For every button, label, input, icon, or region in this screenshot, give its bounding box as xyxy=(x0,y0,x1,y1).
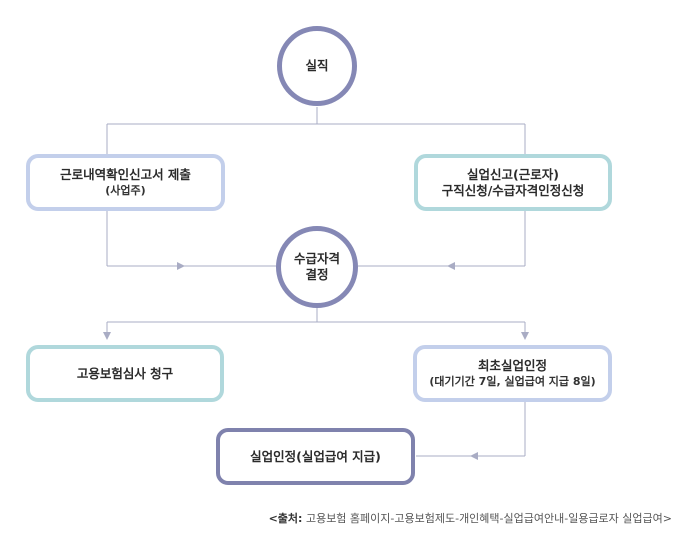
employer-report-line1: 근로내역확인신고서 제출 xyxy=(60,167,191,182)
employer-report-line2: (사업주) xyxy=(105,184,146,197)
recognition-payment-node: 실업인정(실업급여 지급) xyxy=(216,428,415,485)
insurance-review-label: 고용보험심사 청구 xyxy=(76,365,174,381)
first-recognition-line1: 최초실업인정 xyxy=(477,358,547,373)
first-recognition-line2: (대기기간 7일, 실업급여 지급 8일) xyxy=(429,375,596,388)
eligibility-decision-line2: 결정 xyxy=(305,267,329,282)
source-caption: <출처: 고용보험 홈페이지-고용보험제도-개인혜택-실업급여안내-일용급로자 … xyxy=(269,510,672,526)
source-text: 고용보험 홈페이지-고용보험제도-개인혜택-실업급여안내-일용급로자 실업급여> xyxy=(302,512,672,525)
resignation-node: 실직 xyxy=(277,26,357,106)
source-prefix: <출처: xyxy=(268,512,303,525)
eligibility-decision-node: 수급자격 결정 xyxy=(276,226,358,308)
insurance-review-node: 고용보험심사 청구 xyxy=(26,345,224,402)
eligibility-decision-line1: 수급자격 xyxy=(293,251,340,266)
worker-report-node: 실업신고(근로자) 구직신청/수급자격인정신청 xyxy=(414,154,612,211)
resignation-label: 실직 xyxy=(305,58,329,73)
worker-report-line2: 구직신청/수급자격인정신청 xyxy=(441,182,585,198)
first-recognition-node: 최초실업인정 (대기기간 7일, 실업급여 지급 8일) xyxy=(413,345,612,402)
recognition-payment-label: 실업인정(실업급여 지급) xyxy=(250,448,381,464)
worker-report-line1: 실업신고(근로자) xyxy=(467,166,559,182)
employer-report-node: 근로내역확인신고서 제출 (사업주) xyxy=(26,154,225,211)
